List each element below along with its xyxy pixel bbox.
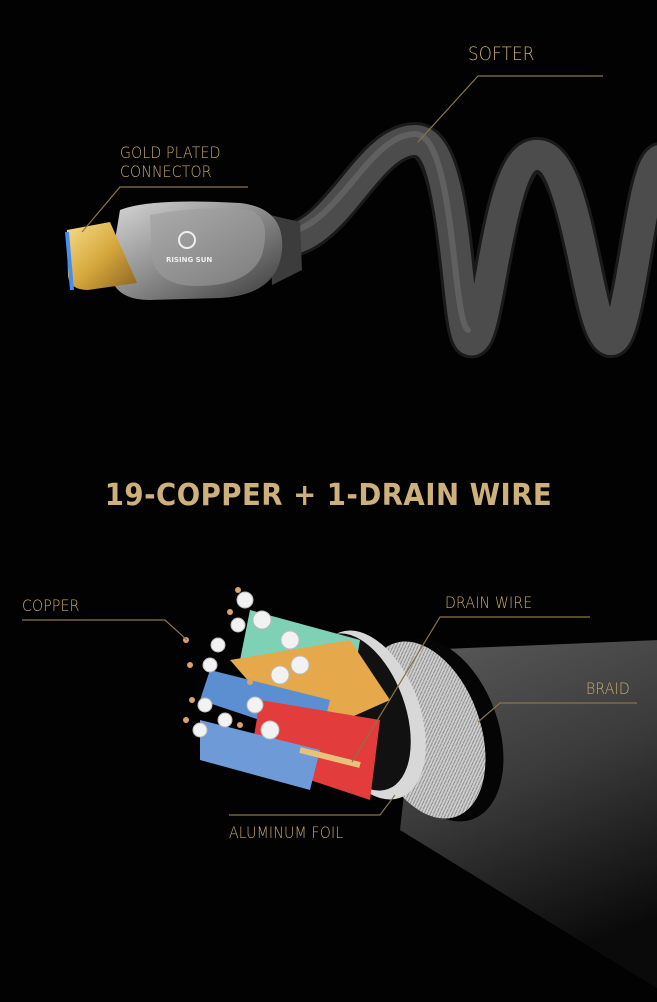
hdmi-connector: RISING SUN bbox=[65, 201, 302, 300]
label-copper: COPPER bbox=[22, 596, 80, 615]
label-aluminum-foil: ALUMINUM FOIL bbox=[229, 823, 344, 842]
cable-cross-section bbox=[183, 587, 657, 989]
label-softer: SOFTER bbox=[468, 43, 535, 65]
brand-logo-text: RISING SUN bbox=[166, 256, 212, 264]
label-connector: CONNECTOR bbox=[120, 162, 212, 181]
coiled-cable bbox=[272, 121, 657, 358]
headline: 19-COPPER + 1-DRAIN WIRE bbox=[104, 478, 553, 513]
label-gold-plated: GOLD PLATED bbox=[120, 143, 221, 162]
label-drain-wire: DRAIN WIRE bbox=[445, 593, 533, 612]
brand-logo-icon bbox=[178, 231, 196, 249]
label-braid: BRAID bbox=[586, 679, 630, 698]
leader-lines-top bbox=[81, 75, 603, 233]
leader-lines-bottom bbox=[22, 616, 637, 816]
